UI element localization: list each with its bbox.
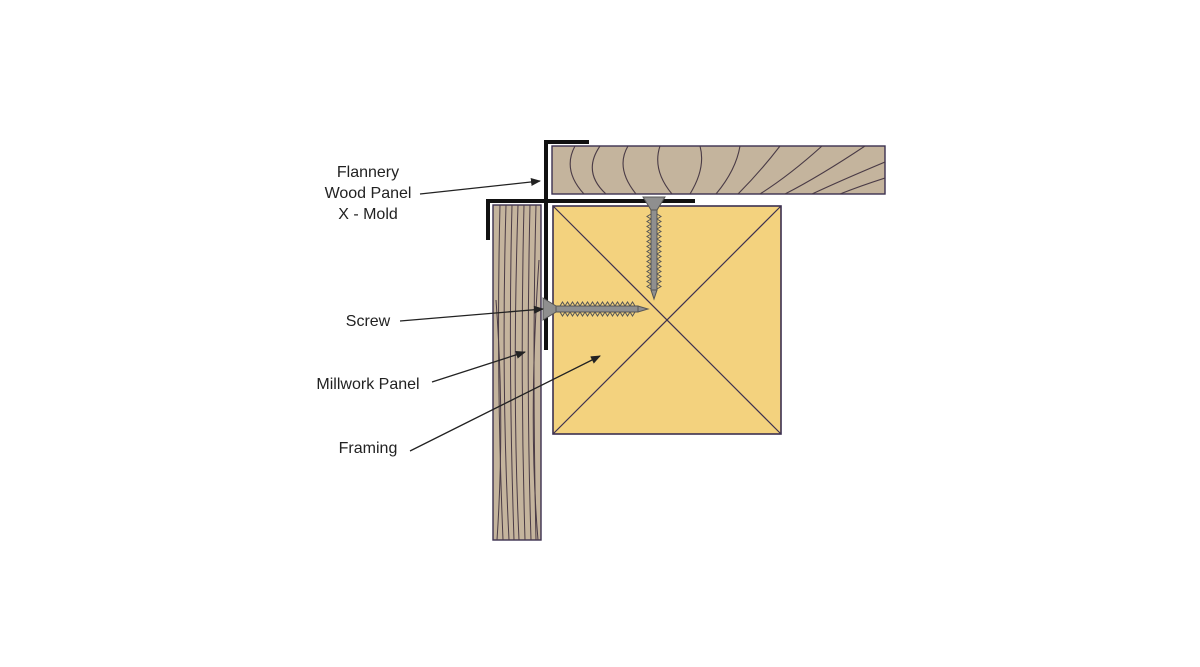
wood-grain-line xyxy=(737,146,781,194)
wood-grain-line xyxy=(657,146,673,194)
framing-leader-arrow xyxy=(409,355,601,452)
wood-grain-line xyxy=(532,259,540,540)
wood-grain-line xyxy=(521,205,526,540)
x-mold-profile xyxy=(486,140,695,350)
wood-grain-line xyxy=(509,205,515,540)
millwork-panel xyxy=(492,204,542,541)
wood-grain-line xyxy=(784,146,866,194)
wood-grain-line xyxy=(622,146,637,194)
framing-block xyxy=(552,205,782,435)
wood-grain-line xyxy=(689,146,703,194)
wood-grain-line xyxy=(811,161,885,194)
wood-grain-line xyxy=(498,205,504,540)
wood-grain-line xyxy=(514,205,520,540)
framing-cross-line xyxy=(552,205,782,435)
wood-grain-line xyxy=(759,146,823,194)
wood-grain-line xyxy=(715,146,741,194)
screw-icon xyxy=(542,297,650,321)
wood-grain-line xyxy=(495,299,502,540)
millwork-panel-label: Millwork Panel xyxy=(316,376,419,393)
wood-grain-line xyxy=(839,177,885,194)
wood-grain-line xyxy=(503,205,510,540)
screw-icon xyxy=(642,196,666,301)
screw-label: Screw xyxy=(346,313,391,330)
wood-grain-line xyxy=(527,205,532,540)
x-mold-label-line2: Wood Panel xyxy=(325,185,412,202)
x-mold-label-line1: Flannery xyxy=(337,164,399,181)
millwork-panel-leader-arrow xyxy=(431,350,526,383)
wood-grain-line xyxy=(591,146,607,194)
x-mold-leader-arrow xyxy=(419,177,541,195)
framing-label: Framing xyxy=(339,440,398,457)
top-wood-panel xyxy=(551,145,886,195)
screw-leader-arrow xyxy=(399,305,544,322)
x-mold-label-line3: X - Mold xyxy=(338,206,398,223)
wood-grain-line xyxy=(569,146,585,194)
